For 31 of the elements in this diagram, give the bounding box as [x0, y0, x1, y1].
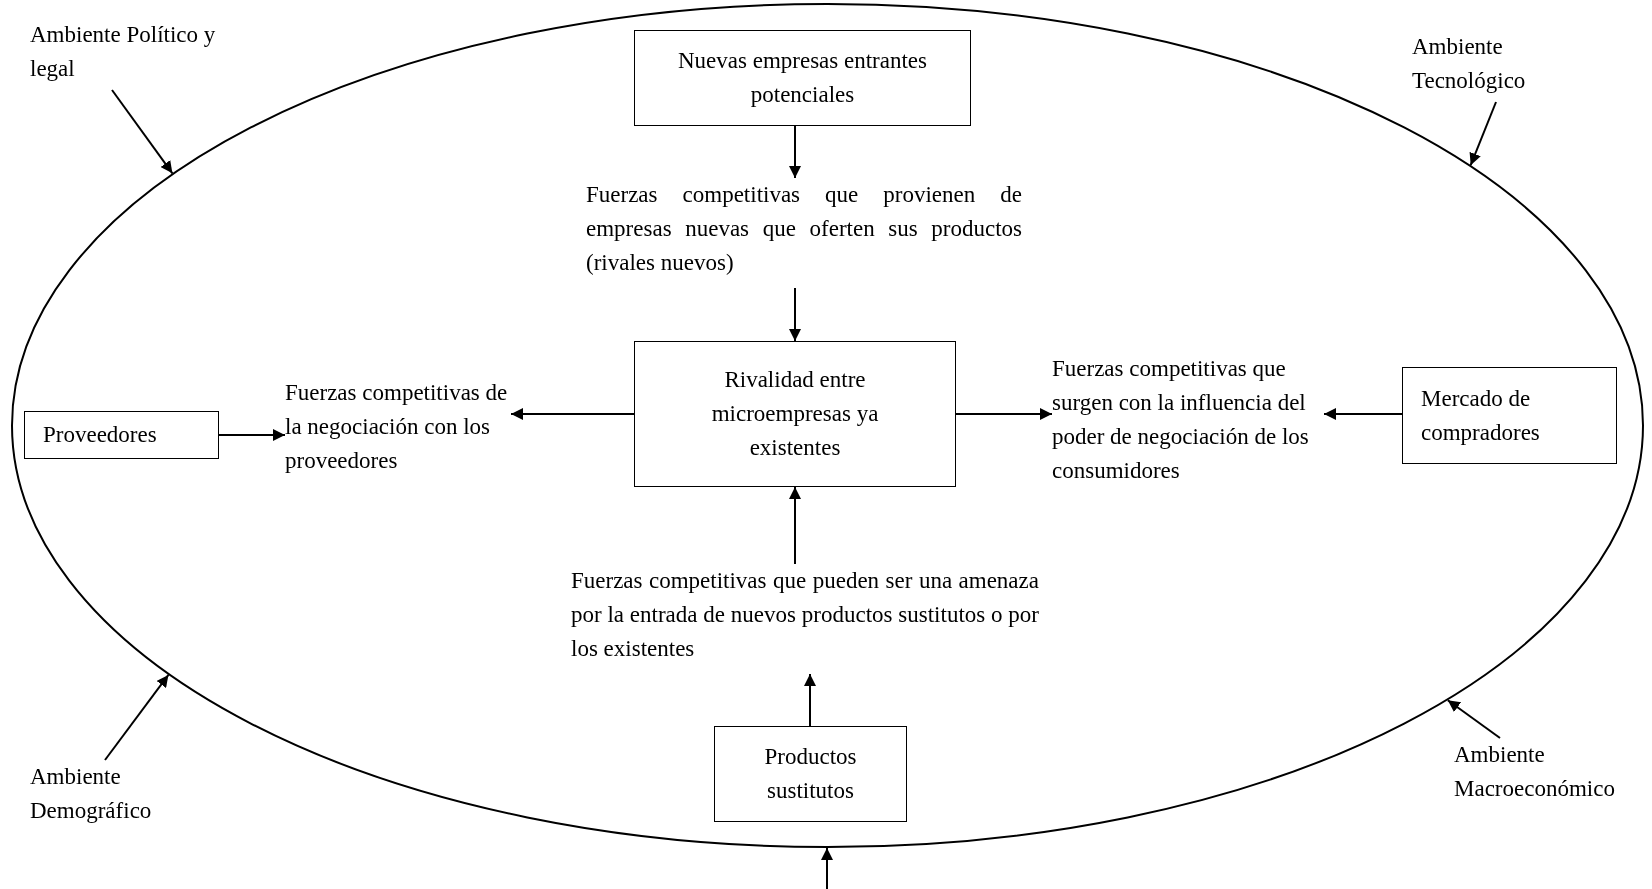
box-label: Nuevas empresas entrantes potenciales — [676, 47, 929, 109]
arrow — [111, 89, 174, 175]
force-text: Ambiente Macroeconómico — [1454, 741, 1616, 803]
arrow — [789, 287, 801, 342]
process-box — [24, 411, 219, 459]
arrow — [104, 673, 170, 761]
process-box — [634, 341, 956, 487]
arrow — [789, 486, 801, 565]
arrow — [789, 125, 801, 179]
box-label: Mercado de compradores — [1421, 384, 1541, 447]
process-box — [714, 726, 907, 822]
arrow — [1469, 101, 1497, 167]
force-text: Fuerzas competitivas de la negociación con los proveedores — [285, 379, 509, 475]
box-label: Productos sustitutos — [763, 743, 858, 805]
process-box — [1402, 367, 1617, 464]
arrow — [510, 408, 635, 420]
arrow — [1323, 408, 1403, 420]
force-text: Fuerzas competitivas que surgen con la influencia del poder de negociación de los consumidores — [1052, 355, 1310, 485]
arrow — [218, 429, 286, 441]
box-label: Proveedores — [43, 421, 158, 449]
arrow — [1446, 699, 1501, 739]
force-text: Fuerzas competitivas que provienen de empresas nuevas que oferten sus productos (rivales nuevos) — [586, 181, 1022, 277]
force-text: Ambiente Tecnológico — [1412, 33, 1527, 95]
force-text: Fuerzas competitivas que pueden ser una amenaza por la entrada de nuevos productos sustitutos o por los existentes — [571, 567, 1039, 663]
arrow — [821, 847, 833, 889]
arrow — [804, 673, 816, 727]
box-label: Rivalidad entre microempresas ya existentes — [710, 366, 880, 462]
force-text: Ambiente Demográfico — [30, 763, 153, 825]
arrow — [955, 408, 1053, 420]
force-text: Ambiente Político y legal — [30, 21, 217, 83]
process-box — [634, 30, 971, 126]
